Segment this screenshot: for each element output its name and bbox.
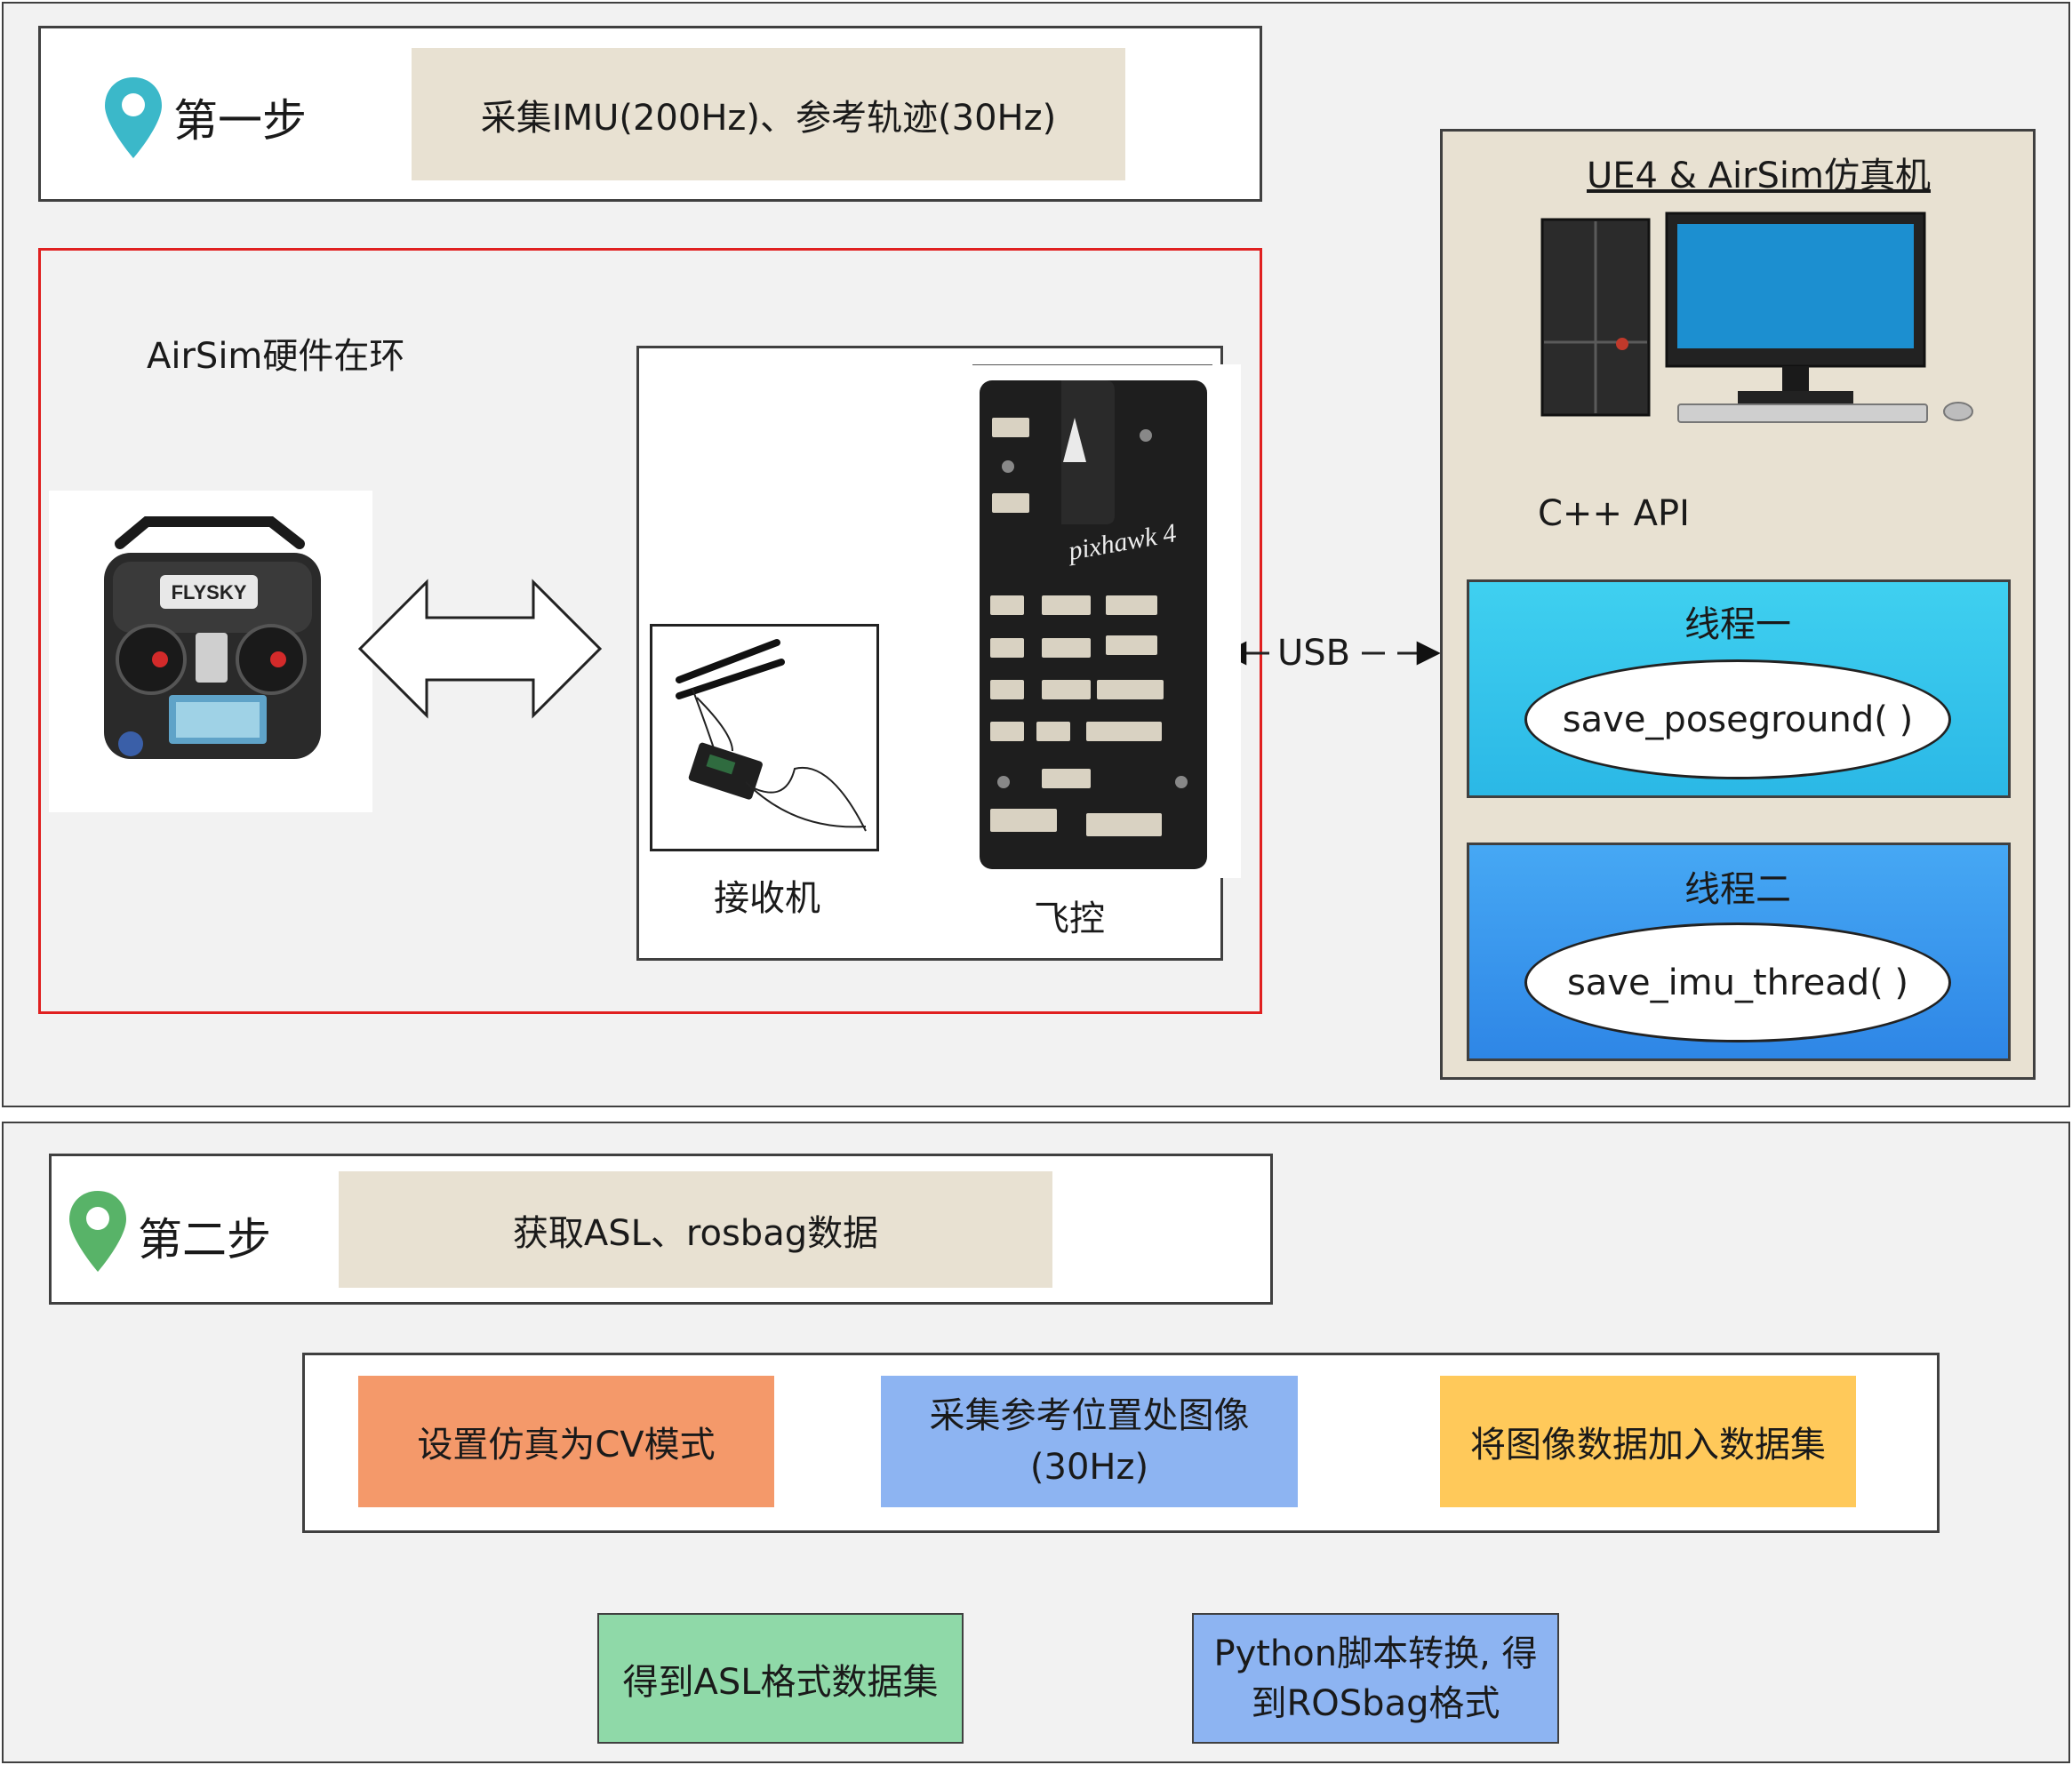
location-pin-icon — [102, 76, 164, 160]
thread1-func: save_poseground( ) — [1524, 659, 1951, 779]
capture-line2: (30Hz) — [1029, 1447, 1149, 1488]
location-pin-icon — [67, 1189, 129, 1274]
set-cv-box: 设置仿真为CV模式 — [358, 1376, 774, 1507]
step1-title: 第一步 — [173, 95, 307, 147]
thread1-title: 线程一 — [1684, 604, 1791, 645]
capture-line1: 采集参考位置处图像 — [929, 1395, 1250, 1436]
usb-label: USB — [1277, 633, 1351, 674]
thread2-func: save_imu_thread( ) — [1524, 922, 1951, 1042]
api-label: C++ API — [1538, 493, 1690, 534]
receiver-image — [650, 624, 879, 851]
flight-controller-label: 飞控 — [1034, 898, 1105, 939]
receiver-label: 接收机 — [714, 878, 820, 919]
flight-controller-image: pixhawk 4 — [937, 363, 1241, 878]
hil-label: AirSim硬件在环 — [147, 336, 405, 377]
asl-box: 得到ASL格式数据集 — [597, 1613, 964, 1744]
computer-icon — [1540, 209, 1985, 427]
thread2-title: 线程二 — [1684, 869, 1791, 910]
step1-task-box: 采集IMU(200Hz)、参考轨迹(30Hz) — [412, 48, 1125, 180]
python-box: Python脚本转换, 得 到ROSbag格式 — [1192, 1613, 1559, 1744]
transmitter-image: FLYSKY — [49, 491, 372, 812]
add-dataset-box: 将图像数据加入数据集 — [1440, 1376, 1856, 1507]
step2-title: 第二步 — [138, 1214, 271, 1266]
step2-task-box: 获取ASL、rosbag数据 — [339, 1171, 1052, 1288]
capture-box: 采集参考位置处图像 (30Hz) — [881, 1376, 1298, 1507]
transmitter-brand: FLYSKY — [172, 581, 247, 603]
python-line1: Python脚本转换, 得 — [1213, 1633, 1538, 1674]
python-line2: 到ROSbag格式 — [1251, 1682, 1500, 1724]
simulator-title: UE4 & AirSim仿真机 — [1587, 156, 1932, 196]
double-arrow — [357, 579, 603, 719]
